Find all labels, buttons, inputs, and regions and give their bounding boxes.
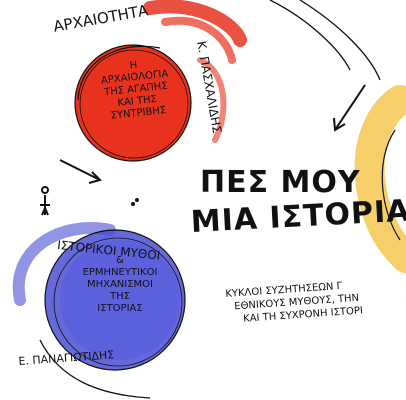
blue-line-2: ΕΡΜΗΝΕΥΤΙΚΟΙ bbox=[82, 267, 158, 278]
blue-circle-group bbox=[12, 222, 186, 371]
red-circle-text: Η ΑΡΧΑΙΟΛΟΓΙΑ ΤΗΣ ΑΓΑΠΗΣ ΚΑΙ ΤΗΣ ΣΥΝΤΡΙΒ… bbox=[85, 55, 187, 125]
person-icon bbox=[40, 186, 50, 216]
arrow-right bbox=[333, 84, 366, 132]
blue-line-5: ΙΣΤΟΡΙΑΣ bbox=[97, 303, 143, 314]
blue-circle-text: & ΕΡΜΗΝΕΥΤΙΚΟΙ ΜΗΧΑΝΙΣΜΟΙ ΤΗΣ ΙΣΤΟΡΙΑΣ bbox=[65, 255, 175, 315]
title-line-1: ΠΕΣ ΜΟΥ bbox=[200, 165, 361, 200]
red-circle bbox=[75, 45, 191, 161]
blue-line-4: ΤΗΣ bbox=[110, 291, 130, 302]
arrow-left bbox=[59, 159, 102, 184]
blue-line-1: & bbox=[116, 255, 124, 266]
red-circle-group bbox=[74, 0, 247, 162]
dot-marks bbox=[131, 198, 139, 206]
orbit-lines bbox=[39, 0, 381, 399]
yellow-circle-partial bbox=[354, 85, 406, 273]
blue-line-3: ΜΗΧΑΝΙΣΜΟΙ bbox=[86, 279, 154, 290]
